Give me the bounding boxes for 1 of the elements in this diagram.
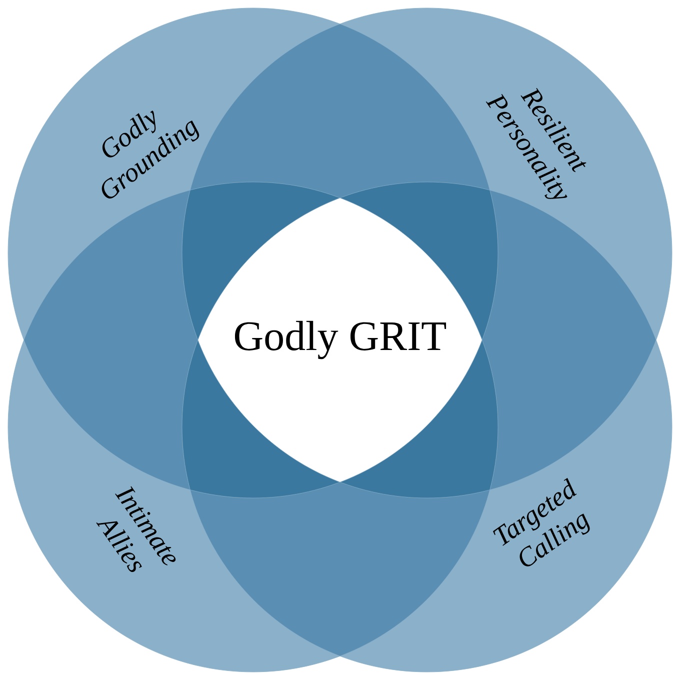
center-label: Godly GRIT — [234, 320, 446, 360]
